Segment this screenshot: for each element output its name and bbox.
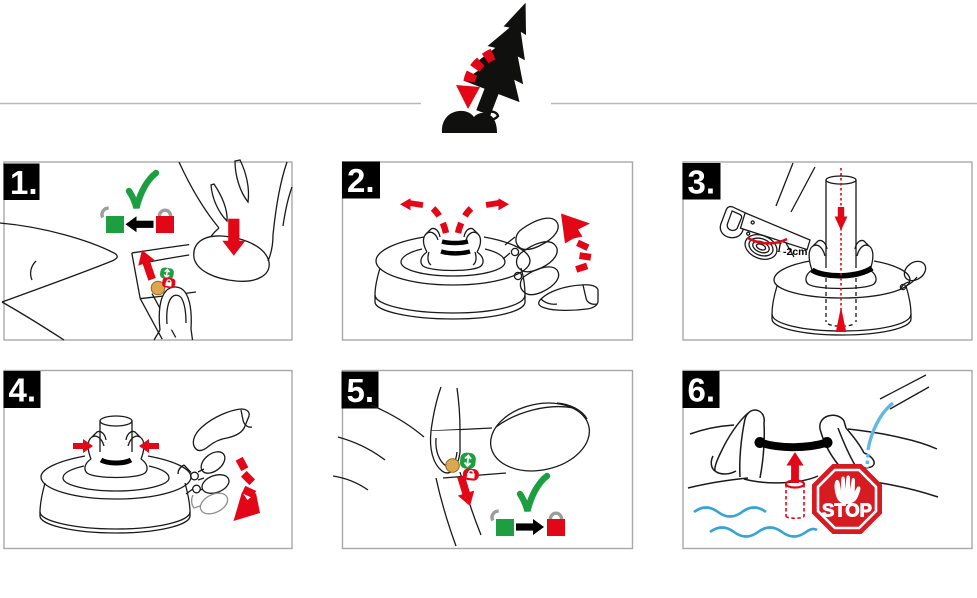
- svg-text:STOP: STOP: [822, 500, 872, 521]
- svg-text:I: I: [776, 241, 783, 256]
- svg-text:5.: 5.: [347, 372, 375, 409]
- svg-text:1.: 1.: [10, 164, 38, 201]
- svg-text:6.: 6.: [688, 372, 716, 409]
- svg-text:2.: 2.: [347, 162, 375, 199]
- svg-text:4.: 4.: [9, 372, 37, 409]
- svg-text:3.: 3.: [688, 164, 716, 201]
- svg-text:-2cm: -2cm: [783, 246, 808, 258]
